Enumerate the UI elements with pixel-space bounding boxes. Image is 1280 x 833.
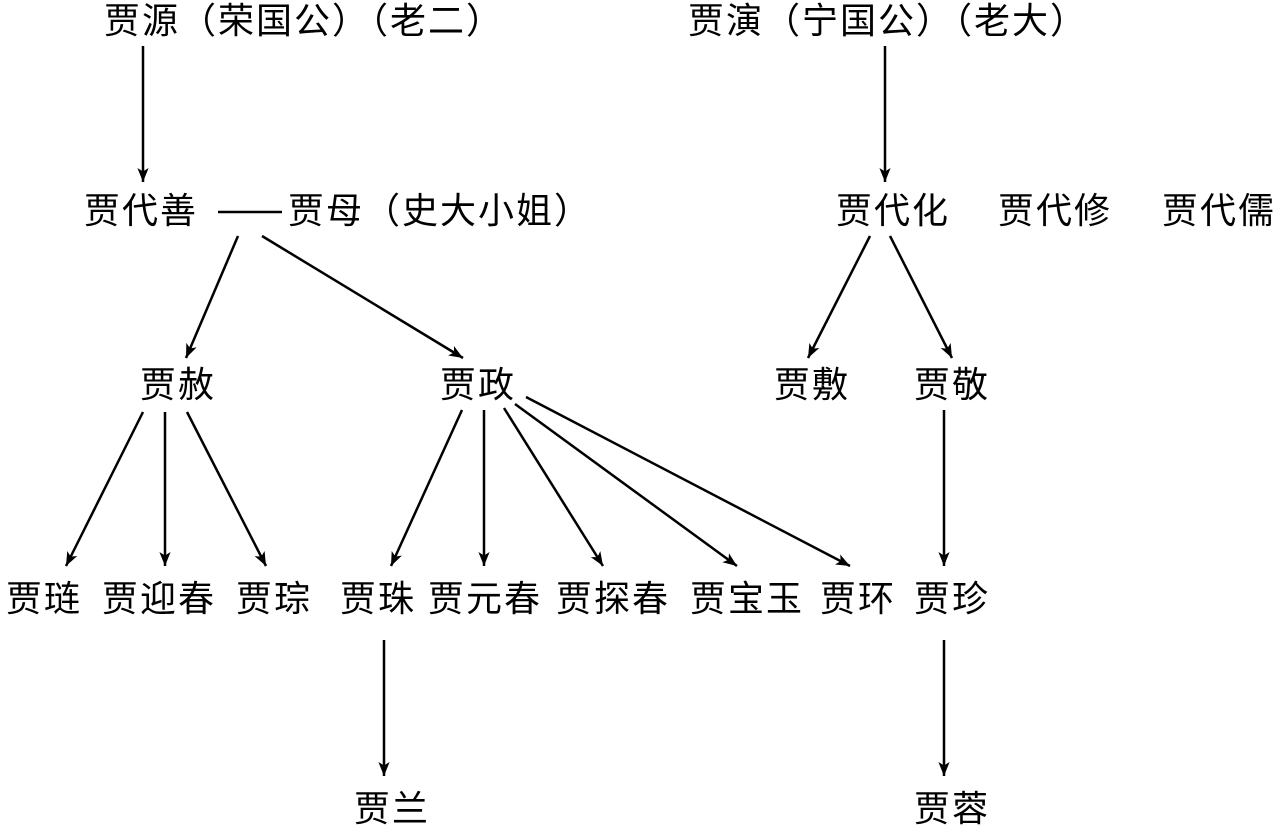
edge-jiashe-jialian [64, 411, 145, 567]
node-jia-zheng: 贾政 [440, 365, 517, 406]
node-jia-cong: 贾琮 [236, 579, 313, 620]
edge-jiadaishan-jiazheng [261, 234, 464, 360]
node-jia-daihua: 贾代化 [836, 191, 951, 232]
node-jia-yan: 贾演（宁国公）（老大） [688, 1, 1089, 42]
node-jia-jing: 贾敬 [914, 365, 991, 406]
node-jia-she: 贾赦 [140, 365, 217, 406]
node-jia-baoyu: 贾宝玉 [690, 579, 805, 620]
node-jia-lian: 贾琏 [6, 579, 83, 620]
node-jia-yuan: 贾源（荣国公）（老二） [104, 1, 505, 42]
node-jia-rong: 贾蓉 [914, 789, 991, 830]
node-jia-daishan: 贾代善 [84, 191, 199, 232]
edge-jiazheng-jiazhu [389, 409, 464, 567]
edge-jiashe-jiacong [185, 411, 268, 567]
node-jia-yingchun: 贾迎春 [102, 579, 217, 620]
node-jia-mu: 贾母（史大小姐） [288, 191, 593, 232]
node-jia-zhen: 贾珍 [914, 579, 991, 620]
node-jia-lan: 贾兰 [354, 789, 431, 830]
edge-jiazheng-jiatanchun [502, 407, 605, 567]
node-jia-huan: 贾环 [820, 579, 897, 620]
edge-jiadaihua-jiafu [806, 235, 872, 359]
edge-jiadaishan-jiashe [184, 235, 240, 359]
node-jia-tanchun: 贾探春 [556, 579, 671, 620]
edge-jiadaihua-jiajing [888, 235, 954, 359]
node-jia-fu: 贾敷 [774, 365, 851, 406]
edge-jiazheng-jiahuan [525, 395, 851, 568]
node-jia-daixiu: 贾代修 [998, 191, 1113, 232]
edge-jiazheng-jiabaoyu [514, 402, 738, 568]
node-jia-dairu: 贾代儒 [1162, 191, 1277, 232]
node-jia-yuanchun: 贾元春 [428, 579, 543, 620]
node-jia-zhu: 贾珠 [340, 579, 417, 620]
